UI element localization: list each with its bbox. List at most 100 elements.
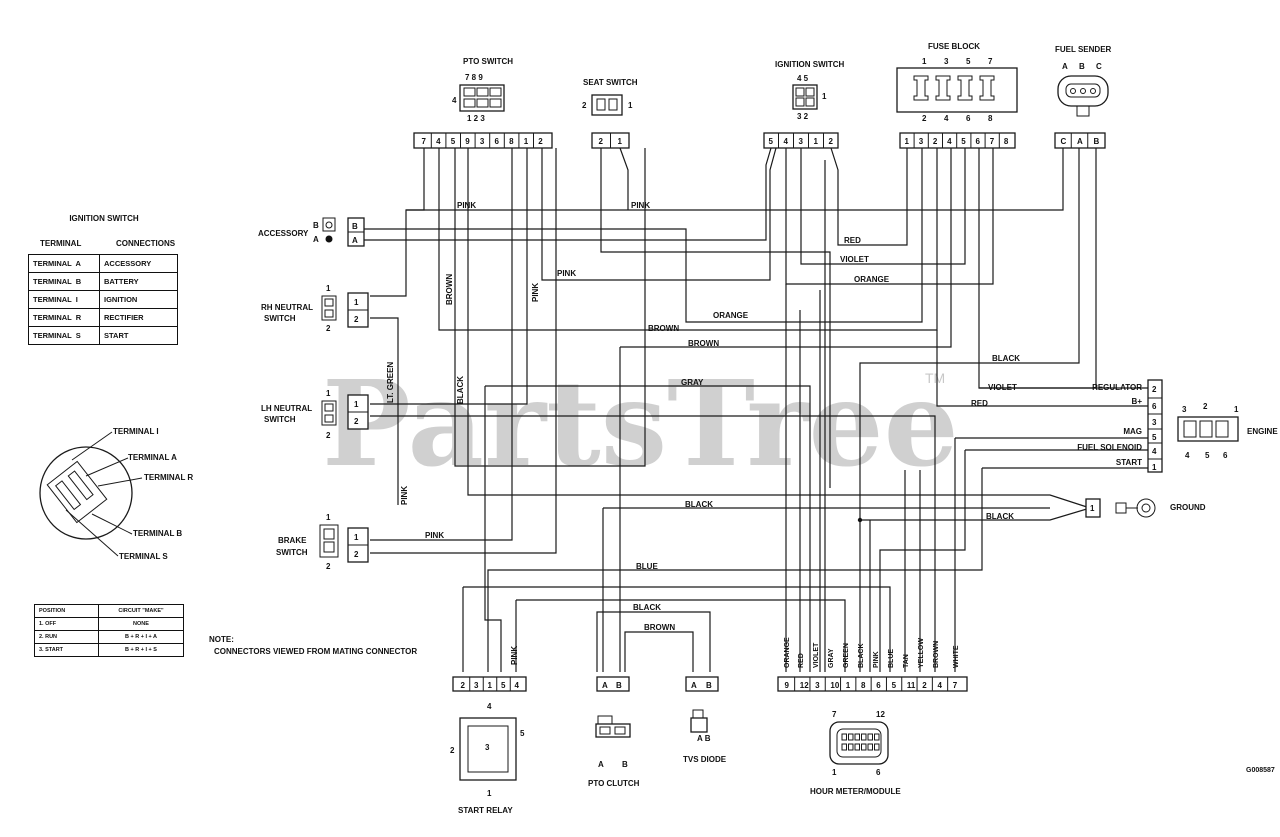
wire-label-11: RED	[971, 399, 988, 408]
wire-label-4: ORANGE	[854, 275, 890, 284]
tvs-strip-b: B	[706, 681, 712, 690]
vertical-wire-label-5: PINK	[510, 646, 519, 665]
rh-neutral-top: 1	[326, 284, 331, 293]
rh-neutral-bottom: 2	[326, 324, 331, 333]
wire-label-16: BLUE	[636, 562, 658, 571]
pto-strip-pin-8: 2	[538, 137, 543, 146]
wire-label-1: PINK	[631, 201, 650, 210]
vertical-wire-label-2: LT. GREEN	[386, 362, 395, 403]
seat-strip-pin-0: 2	[599, 137, 604, 146]
meter-strip-pin-10: 4	[938, 681, 943, 690]
header-terminal: TERMINAL	[40, 239, 82, 248]
pto-strip-pin-7: 1	[524, 137, 529, 146]
seat-switch-right-pin: 1	[628, 101, 633, 110]
brake-strip-2: 2	[354, 550, 359, 559]
lh-neutral-label2: SWITCH	[264, 415, 296, 424]
rh-neutral-label1: RH NEUTRAL	[261, 303, 313, 312]
relay-pin-left: 2	[450, 746, 455, 755]
fuse-top-pin-1: 3	[944, 57, 949, 66]
watermark: PartsTree	[322, 354, 959, 493]
pto-strip-pin-1: 4	[436, 137, 441, 146]
engine-signal-3: FUEL SOLENOID	[1077, 443, 1142, 452]
ignition-switch-table: IGNITION SWITCH TERMINAL CONNECTIONS TER…	[28, 214, 180, 345]
fuse-bottom-pin-2: 6	[966, 114, 971, 123]
fuse-strip-pin-4: 5	[961, 137, 966, 146]
meter-strip-pin-4: 1	[846, 681, 851, 690]
engine-pin-6: 6	[1223, 451, 1228, 460]
pto-clutch-pin-a: A	[598, 760, 604, 769]
brake-top: 1	[326, 513, 331, 522]
terminal-cell: TERMINAL R	[28, 308, 100, 327]
meter-strip-pin-7: 5	[892, 681, 897, 690]
fuse-bottom-pin-0: 2	[922, 114, 927, 123]
relay-pin-bottom: 1	[487, 789, 492, 798]
hour-meter-label: HOUR METER/MODULE	[810, 787, 901, 796]
engine-signal-4: START	[1116, 458, 1142, 467]
meter-wire-label-5: BLACK	[858, 644, 865, 669]
terminal-cell: TERMINAL I	[28, 290, 100, 309]
pto-strip-pin-5: 6	[495, 137, 500, 146]
pto-switch-bottom-pins: 1 2 3	[467, 114, 485, 123]
tvs-pins: A B	[697, 734, 711, 743]
accessory-pin-b: B	[313, 221, 319, 230]
position-header-cell: POSITION	[34, 604, 99, 618]
position-cell: 3. START	[34, 643, 99, 657]
terminal-cell: TERMINAL B	[28, 272, 100, 291]
meter-wire-label-6: PINK	[873, 651, 880, 668]
engine-pin-4: 4	[1185, 451, 1190, 460]
relay-pin-top: 4	[487, 702, 492, 711]
ignition-switch-right-pin: 1	[822, 92, 827, 101]
pto-clutch-connector: A B A B PTO CLUTCH	[588, 676, 640, 788]
fuse-top-pin-2: 5	[966, 57, 971, 66]
ign-strip-pin-0: 5	[769, 137, 774, 146]
lh-neutral-switch-connector: LH NEUTRAL SWITCH 1 2 1 2	[261, 389, 369, 440]
start-relay-label: START RELAY	[458, 806, 513, 815]
key-terminal-r: TERMINAL R	[144, 473, 193, 482]
fuse-strip-pin-5: 6	[976, 137, 981, 146]
ground-label: GROUND	[1170, 503, 1206, 512]
rh-neutral-switch-connector: RH NEUTRAL SWITCH 1 2 1 2	[261, 284, 369, 333]
fuse-bottom-pin-1: 4	[944, 114, 949, 123]
meter-strip-pin-5: 8	[861, 681, 866, 690]
fuel-strip-pin-2: B	[1094, 137, 1100, 146]
brake-strip-1: 1	[354, 533, 359, 542]
meter-strip-pin-2: 3	[815, 681, 820, 690]
wire-label-0: PINK	[457, 201, 476, 210]
seat-switch-title: SEAT SWITCH	[583, 78, 638, 87]
engine-strip-pin-1: 6	[1152, 402, 1157, 411]
key-terminal-b: TERMINAL B	[133, 529, 182, 538]
lh-neutral-bottom: 2	[326, 431, 331, 440]
fuse-top-pin-0: 1	[922, 57, 927, 66]
relay-strip-pin-4: 4	[515, 681, 520, 690]
ignition-table-header: TERMINAL CONNECTIONS	[28, 239, 180, 248]
wire-label-17: BLACK	[633, 603, 661, 612]
fuel-pin-1: B	[1079, 62, 1085, 71]
engine-signal-0: REGULATOR	[1092, 383, 1142, 392]
wire-label-5: PINK	[557, 269, 576, 278]
wire-label-7: BROWN	[648, 324, 679, 333]
rh-neutral-strip-1: 1	[354, 298, 359, 307]
fuel-pin-0: A	[1062, 62, 1068, 71]
lh-neutral-strip-2: 2	[354, 417, 359, 426]
pto-strip-pin-4: 3	[480, 137, 485, 146]
ground-connector: 1 GROUND	[1085, 498, 1206, 518]
meter-strip-pin-6: 6	[876, 681, 881, 690]
